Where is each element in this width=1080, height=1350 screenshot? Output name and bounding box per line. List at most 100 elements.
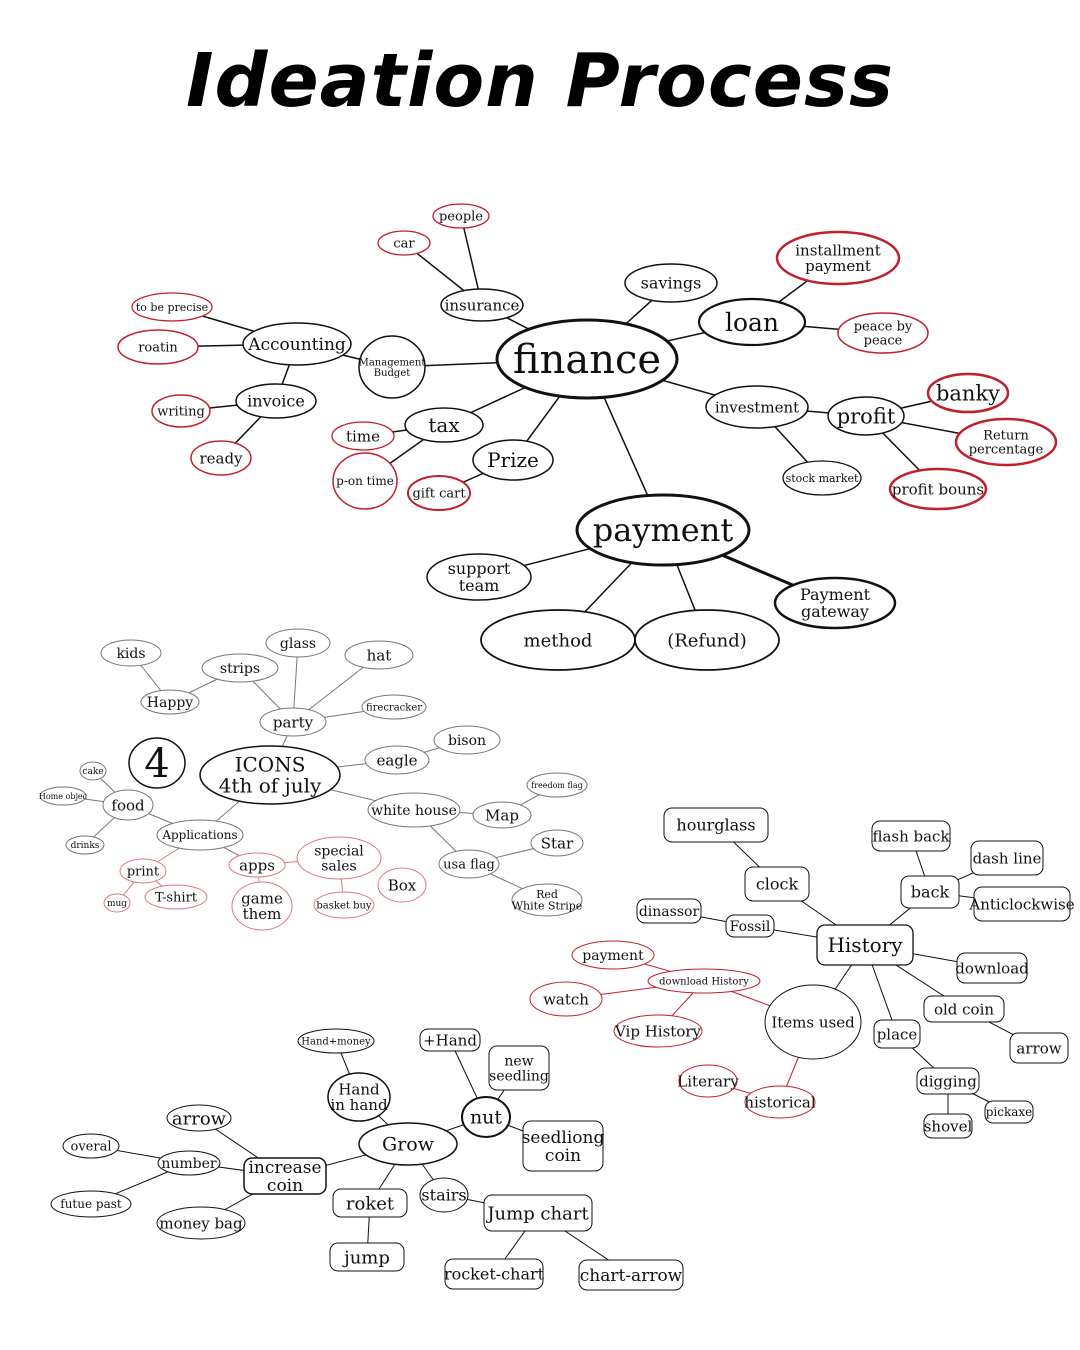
node-label: Budget bbox=[374, 368, 411, 379]
node-shape bbox=[103, 893, 131, 913]
node-label: Return bbox=[983, 429, 1029, 444]
node-firecracker: firecracker bbox=[361, 694, 427, 720]
node-dashline: dash line bbox=[970, 840, 1044, 876]
node-moneybag: money bag bbox=[156, 1206, 246, 1240]
node-jump: jump bbox=[329, 1242, 405, 1272]
node-bison: bison bbox=[433, 725, 501, 755]
node-shape bbox=[377, 230, 431, 256]
node-downloadhistory: download History bbox=[647, 968, 761, 994]
node-kids: kids bbox=[100, 639, 162, 667]
node-watch: watch bbox=[529, 981, 603, 1017]
node-label: Grow bbox=[382, 1134, 435, 1156]
node-shape bbox=[190, 440, 252, 476]
node-freedomflag: freedom flag bbox=[526, 772, 588, 798]
node-shape bbox=[361, 694, 427, 720]
node-cake: cake bbox=[79, 761, 107, 781]
node-label: arrow bbox=[172, 1108, 227, 1129]
node-shape bbox=[140, 689, 200, 715]
node-glass: glass bbox=[265, 628, 331, 658]
node-stairs: stairs bbox=[419, 1177, 469, 1213]
node-shape bbox=[62, 1133, 120, 1159]
node-label: stairs bbox=[421, 1186, 466, 1205]
node-shape bbox=[364, 745, 430, 775]
node-shape bbox=[530, 829, 584, 857]
node-chartarrow: chart-arrow bbox=[578, 1259, 684, 1291]
node-label: payment bbox=[593, 511, 734, 549]
node-label: game bbox=[241, 889, 283, 907]
node-shape bbox=[119, 858, 167, 884]
diagram-nodes: financepaymentloansavingsinsurancepeople… bbox=[39, 203, 1075, 1291]
node-handmoney: Hand+money bbox=[297, 1028, 375, 1054]
node-banky: banky bbox=[926, 372, 1010, 414]
node-writing: writing bbox=[151, 394, 211, 428]
node-print: print bbox=[119, 858, 167, 884]
node-label: coin bbox=[545, 1146, 581, 1166]
node-label: 4th of july bbox=[219, 774, 322, 798]
node-label: profit bouns bbox=[892, 480, 984, 498]
node-label: peace by bbox=[854, 320, 913, 335]
node-shape bbox=[377, 867, 427, 903]
node-label: strips bbox=[220, 661, 260, 677]
node-shape bbox=[522, 1120, 604, 1172]
node-label: clock bbox=[756, 875, 799, 894]
node-payment: payment bbox=[571, 940, 655, 970]
node-label: payment bbox=[582, 948, 644, 964]
node-shape bbox=[613, 1014, 703, 1048]
node-label: Applications bbox=[161, 828, 237, 842]
node-label: savings bbox=[641, 274, 702, 293]
node-label: in hand bbox=[330, 1096, 387, 1114]
node-label: invoice bbox=[247, 392, 305, 411]
node-label: white house bbox=[371, 803, 457, 819]
node-label: chart-arrow bbox=[580, 1266, 683, 1286]
node-shape bbox=[900, 875, 960, 909]
node-label: kids bbox=[116, 646, 145, 662]
node-shape bbox=[332, 1188, 408, 1218]
node-label: number bbox=[161, 1156, 217, 1172]
node-flashback: flash back bbox=[871, 820, 951, 852]
node-label: team bbox=[459, 576, 500, 595]
node-label: Payment bbox=[800, 585, 871, 604]
node-shape bbox=[426, 553, 532, 601]
node-shape bbox=[488, 1045, 550, 1091]
node-label: peace bbox=[864, 333, 903, 348]
node-literary: Literary bbox=[677, 1064, 739, 1098]
node-eagle: eagle bbox=[364, 745, 430, 775]
node-label: eagle bbox=[376, 751, 417, 769]
node-shape bbox=[970, 840, 1044, 876]
node-shape bbox=[243, 1157, 327, 1195]
node-shape bbox=[888, 467, 988, 511]
node-label: banky bbox=[936, 381, 1000, 405]
node-shape bbox=[636, 898, 702, 924]
node-shape bbox=[265, 628, 331, 658]
node-label: seedling bbox=[489, 1068, 549, 1084]
node-label: download History bbox=[659, 977, 749, 988]
node-arrow: arrow bbox=[166, 1104, 232, 1132]
node-star: Star bbox=[530, 829, 584, 857]
node-tshirt: T-shirt bbox=[144, 884, 208, 910]
node-label: Happy bbox=[147, 695, 193, 711]
node-shape bbox=[201, 653, 279, 683]
node-strips: strips bbox=[201, 653, 279, 683]
node-people: people bbox=[432, 203, 490, 229]
node-plushand: +Hand bbox=[419, 1028, 481, 1052]
node-label: arrow bbox=[1016, 1039, 1061, 1057]
node-shape bbox=[472, 801, 532, 829]
node-investment: investment bbox=[705, 385, 809, 429]
node-shape bbox=[100, 639, 162, 667]
node-four: 4 bbox=[128, 737, 186, 789]
node-label: writing bbox=[157, 405, 205, 420]
node-download: download bbox=[955, 952, 1029, 984]
node-label: coin bbox=[267, 1176, 303, 1196]
node-payment: payment bbox=[575, 493, 751, 567]
node-savings: savings bbox=[624, 263, 718, 303]
node-insurance: insurance bbox=[440, 288, 524, 322]
node-pontime: p-on time bbox=[332, 452, 398, 510]
node-label: car bbox=[393, 237, 415, 252]
node-shape bbox=[973, 886, 1071, 922]
node-label: Hand+money bbox=[301, 1037, 371, 1048]
node-label: special bbox=[314, 844, 364, 860]
node-label: old coin bbox=[934, 1000, 994, 1018]
